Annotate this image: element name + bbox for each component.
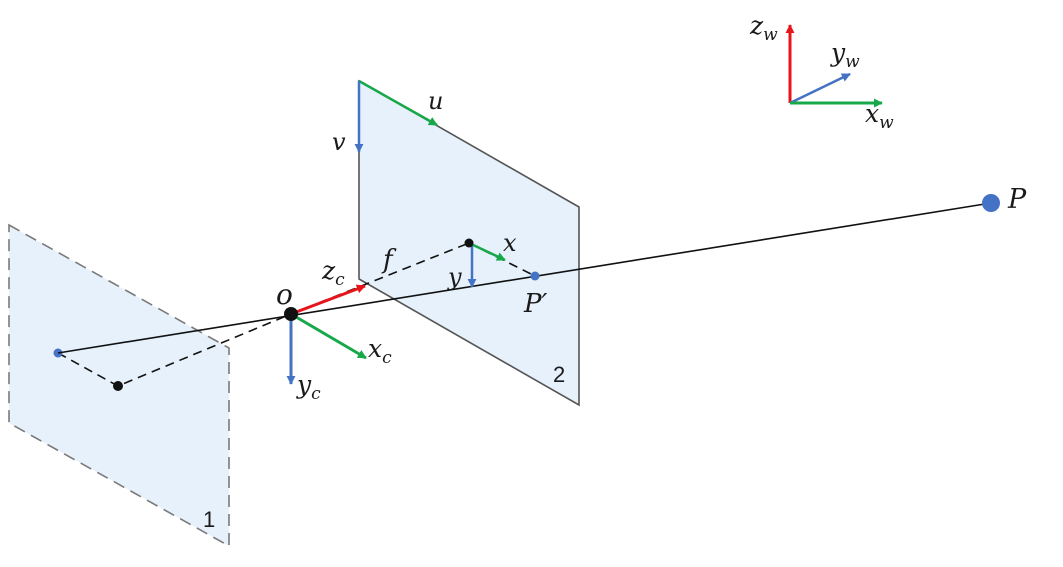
camera-z-axis-label: zc [321,256,345,290]
plane-1-label: 1 [203,507,215,532]
world-x-axis-label: xw [865,99,894,133]
image-point-label: P′ [523,289,547,319]
plane-2-label: 2 [553,362,565,387]
image-point [530,271,540,281]
world-point [982,194,1000,212]
principal-point [464,238,474,248]
u-axis-arrow [358,79,438,127]
world-y-axis-label: yw [830,38,860,72]
camera-y-axis-label: yc [296,370,321,404]
camera-x-axis-label: xc [368,334,392,368]
u-axis-label: u [428,87,443,115]
image-y-axis-label: y [447,263,462,291]
world-z-axis-label: zw [749,11,778,45]
v-axis-label: v [332,128,346,156]
camera-x-axis-arrow [290,312,367,360]
world-point-label: P [1007,184,1027,215]
image-x-axis-label: x [503,229,517,257]
optical-center-label: o [276,278,293,311]
camera-z-axis-arrow [290,284,366,316]
virtual-principal-point [113,381,123,391]
projection-ray [57,202,992,354]
world-y-axis-arrow [789,72,851,105]
optical-center [284,307,298,321]
image-x-axis-arrow [468,241,506,262]
